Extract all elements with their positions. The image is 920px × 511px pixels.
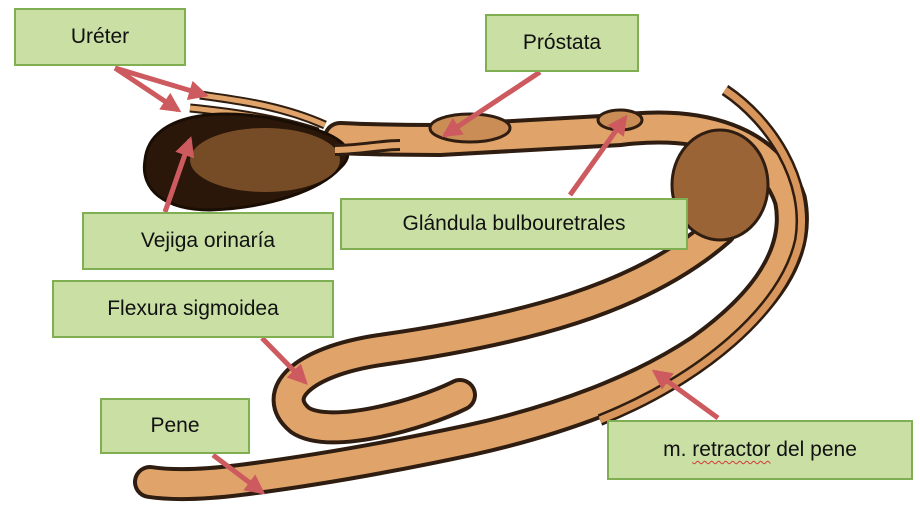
ureter-arrow-upper	[115, 68, 205, 95]
label-prostata: Próstata	[485, 14, 639, 72]
retractor-word: retractor	[692, 438, 770, 462]
ureter-arrow-lower	[115, 68, 178, 110]
retractor-prefix: m.	[663, 438, 692, 462]
label-vejiga-orinaria: Vejiga orinaría	[82, 212, 334, 270]
label-pene: Pene	[100, 398, 250, 454]
label-retractor-del-pene: m. retractor del pene	[607, 420, 913, 480]
label-glandula-bulbouretrales: Glándula bulbouretrales	[340, 198, 688, 250]
label-flexura-sigmoidea: Flexura sigmoidea	[52, 280, 334, 338]
retractor-suffix: del pene	[770, 438, 856, 462]
label-ureter: Uréter	[14, 8, 186, 66]
